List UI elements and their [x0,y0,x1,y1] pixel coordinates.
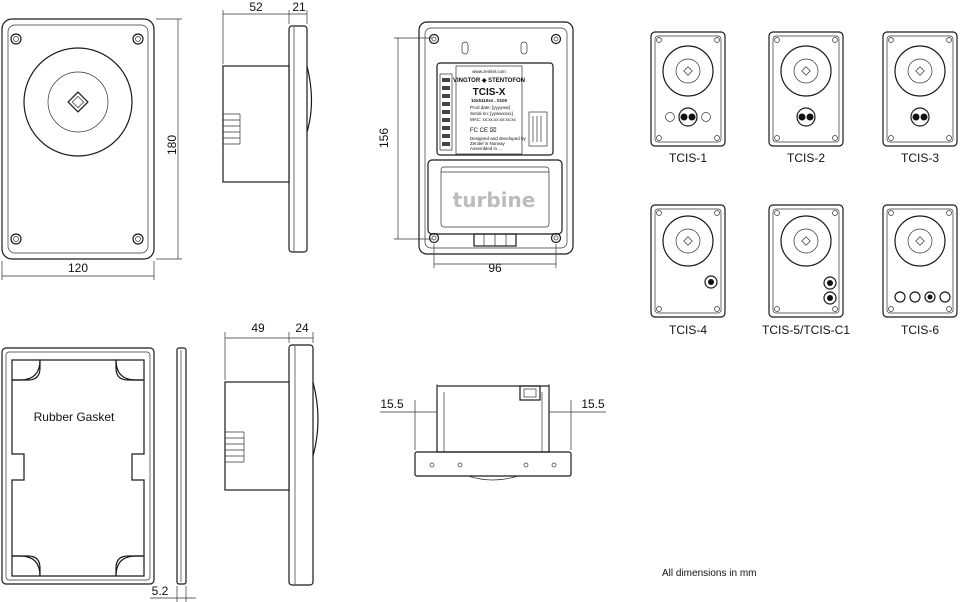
variant-tcis-3 [882,31,958,147]
dim-side-depth-top: 52 [249,0,263,14]
dim-back-width: 96 [488,261,502,275]
dim-gasket-thickness: 5.2 [152,584,169,598]
label-url: www.zenitel.com [472,69,506,74]
label-brand: VINGTOR ◆ STENTOFON [453,77,525,84]
product-label: www.zenitel.com VINGTOR ◆ STENTOFON TCIS… [453,69,527,151]
label-model: TCIS-X [473,87,506,98]
label-field-prod-date: Prod date: [yyyyww] [470,105,510,110]
variant-tcis-1 [650,31,726,147]
variant-label-tcis-6: TCIS-6 [901,323,939,337]
front-view [1,18,155,260]
dim-cutout-right: 15.5 [581,397,605,411]
units-note: All dimensions in mm [662,568,756,579]
label-footer-1: Designed and developed by [470,136,527,141]
label-part-number: 10x5110xx . 0100 [471,98,508,103]
side-top-dimensions [222,10,308,64]
ethernet-port-icon [528,111,548,147]
gasket-view [1,347,155,585]
variant-tcis-5 [768,204,844,318]
label-field-serial: Serial no: [yywwxxxx] [470,111,513,116]
front-dimensions [1,18,182,280]
label-field-mac: MAC: xx:xx:xx:xx:xx:xx [470,117,517,122]
turbine-logo: turbine [453,188,536,212]
back-view [418,21,574,255]
gasket-side-view [176,347,187,585]
rubber-gasket-label: Rubber Gasket [34,410,115,424]
side-view-top [222,25,313,253]
variant-label-tcis-5: TCIS-5/TCIS-C1 [762,323,850,337]
variant-label-tcis-2: TCIS-2 [787,151,825,165]
label-footer-2: Zenitel in Norway [470,141,506,146]
dim-side-depth-bottom: 49 [251,321,265,335]
dim-side-flange-top: 21 [292,0,306,14]
variant-tcis-6 [882,204,958,318]
back-dimensions [394,37,557,268]
dim-cutout-left: 15.5 [380,397,404,411]
variant-label-tcis-1: TCIS-1 [669,151,707,165]
side-view-bottom [224,344,319,586]
dim-back-height: 156 [377,128,391,148]
top-view [414,385,572,481]
vent-slots-bottom [225,431,245,463]
variant-label-tcis-3: TCIS-3 [901,151,939,165]
dim-side-flange-bottom: 24 [295,321,309,335]
logo-icon [67,91,89,113]
terminal-block [439,73,453,151]
variant-tcis-4 [650,204,726,318]
label-footer-3: Assembled in ... [470,146,502,151]
gasket-dimensions [150,586,196,602]
variant-label-tcis-4: TCIS-4 [669,323,707,337]
side-bottom-dimensions [224,332,314,380]
top-view-dimensions [380,384,606,450]
vent-slots [223,113,241,145]
label-cert-marks: FC CE ⌧ [470,127,497,134]
dim-front-width: 120 [68,261,88,275]
dim-front-height: 180 [165,135,179,155]
variant-tcis-2 [768,31,844,147]
